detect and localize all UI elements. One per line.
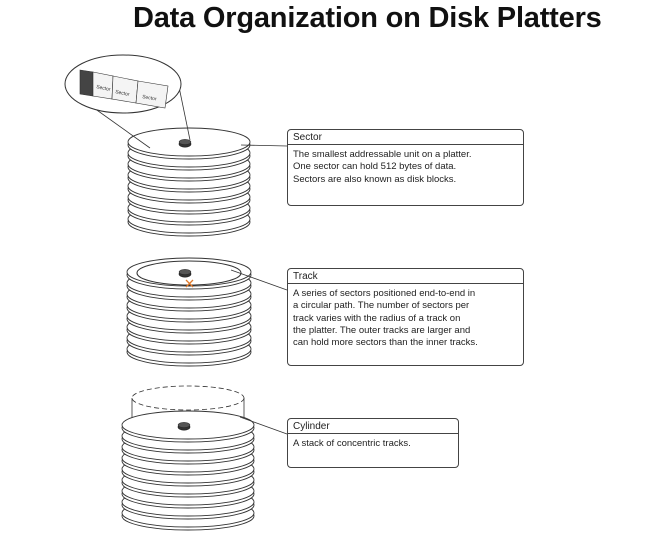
sector-callout-heading: Sector <box>288 130 523 145</box>
platter-stack-sector <box>127 127 251 237</box>
spindle-hub-top <box>177 422 191 428</box>
cylinder-connector <box>239 416 288 435</box>
page-title: Data Organization on Disk Platters <box>133 2 602 34</box>
cylinder-callout-body: A stack of concentric tracks. <box>288 434 458 453</box>
track-connector <box>230 269 288 291</box>
cylinder-callout-heading: Cylinder <box>288 419 458 434</box>
track-callout-body: A series of sectors positioned end-to-en… <box>288 284 523 352</box>
sector-callout-line: One sector can hold 512 bytes of data. <box>293 161 457 173</box>
platter-stack-track <box>126 257 252 367</box>
sector-connector <box>240 144 288 147</box>
cylinder-callout-line: A stack of concentric tracks. <box>293 438 411 449</box>
zoom-label-sector-1: Sector <box>96 84 112 93</box>
track-sector-marker <box>185 279 194 288</box>
zoom-label-sector-2: Sector <box>115 89 131 98</box>
zoom-leader-line-right <box>177 81 191 141</box>
sector-callout-body: The smallest addressable unit on a platt… <box>288 145 523 189</box>
track-callout-line: A series of sectors positioned end-to-en… <box>293 288 476 299</box>
spindle-hub-top <box>178 269 192 275</box>
track-callout: Track A series of sectors positioned end… <box>287 268 524 366</box>
track-callout-line: the platter. The outer tracks are larger… <box>293 324 471 336</box>
spindle-hub-top <box>178 139 192 145</box>
zoom-sector-blocks <box>79 69 169 109</box>
platter-stack-cylinder <box>121 385 255 531</box>
track-callout-heading: Track <box>288 269 523 284</box>
sector-zoom-bubble: Sector Sector Sector <box>64 54 191 149</box>
cylinder-top-outline <box>131 385 245 411</box>
sector-callout-line: Sectors are also known as disk blocks. <box>293 173 457 185</box>
sector-callout: Sector The smallest addressable unit on … <box>287 129 524 206</box>
track-callout-line: can hold more sectors than the inner tra… <box>293 337 478 349</box>
sector-callout-line: The smallest addressable unit on a platt… <box>293 149 472 160</box>
zoom-label-sector-3: Sector <box>142 94 158 102</box>
cylinder-callout: Cylinder A stack of concentric tracks. <box>287 418 459 468</box>
track-callout-line: a circular path. The number of sectors p… <box>293 300 470 312</box>
track-callout-line: track varies with the radius of a track … <box>293 312 461 324</box>
track-outline <box>136 260 242 286</box>
